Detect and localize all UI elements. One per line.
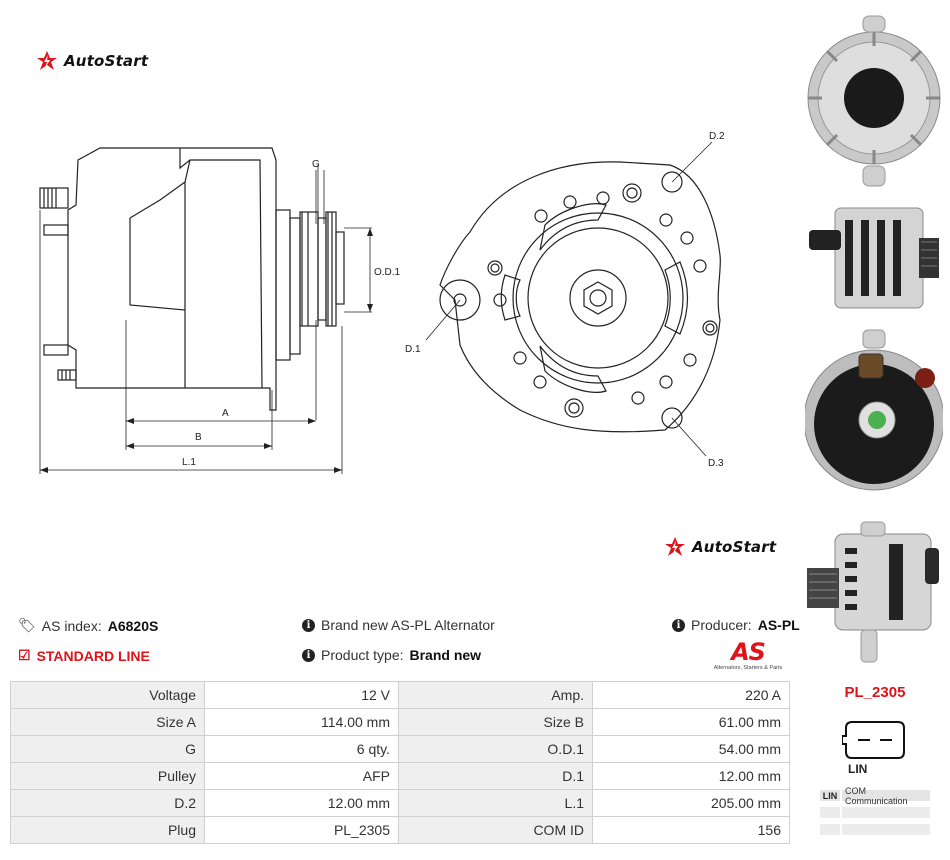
spec-label: L.1 [398, 789, 593, 817]
as-index-label: AS index: [41, 617, 102, 634]
producer-value: AS-PL [757, 617, 800, 633]
product-type-value: Brand new [409, 647, 482, 663]
spec-label: Amp. [398, 681, 593, 709]
product-photo-top [807, 521, 939, 663]
label-d3: D.3 [708, 458, 724, 469]
spec-label: Pulley [10, 762, 205, 790]
product-photo-front [805, 329, 943, 491]
check-square-icon: ☑ [18, 647, 31, 663]
table-row: Plug PL_2305 COM ID 156 [10, 816, 790, 844]
producer: i Producer: AS-PL [672, 617, 800, 633]
spec-value: 54.00 mm [592, 735, 790, 763]
front-view-outline [439, 161, 721, 433]
spec-value: 220 A [592, 681, 790, 709]
description: i Brand new AS-PL Alternator [302, 617, 495, 633]
table-row: Size A 114.00 mm Size B 61.00 mm [10, 708, 790, 736]
product-type: i Product type: Brand new [302, 647, 481, 663]
label-a: A [222, 408, 229, 419]
tags-icon: 🏷︎ [18, 617, 36, 633]
spec-value: 114.00 mm [204, 708, 399, 736]
brand-name: AutoStart [64, 52, 149, 70]
table-row: G 6 qty. O.D.1 54.00 mm [10, 735, 790, 763]
pin-key-empty [820, 807, 840, 818]
spec-label: O.D.1 [398, 735, 593, 763]
spec-label: Size A [10, 708, 205, 736]
pin-value-empty [842, 824, 930, 835]
plug-type: LIN [848, 762, 868, 776]
spec-label: Size B [398, 708, 593, 736]
pin-value: COM Communication [842, 786, 930, 806]
spec-value: 205.00 mm [592, 789, 790, 817]
spec-value: PL_2305 [204, 816, 399, 844]
table-row: LIN COM Communication [820, 786, 930, 806]
product-photo-rear [807, 15, 941, 187]
brand-logo: AutoStart [36, 50, 148, 72]
brand-name-secondary: AutoStart [692, 538, 777, 556]
spec-value: 12 V [204, 681, 399, 709]
label-b: B [195, 432, 202, 443]
info-icon: i [302, 648, 315, 662]
info-icon: i [672, 618, 685, 632]
spec-label: COM ID [398, 816, 593, 844]
spec-label: D.1 [398, 762, 593, 790]
spec-value: AFP [204, 762, 399, 790]
spec-label: Plug [10, 816, 205, 844]
as-index-value: A6820S [107, 617, 159, 634]
as-logo-text: AS [731, 638, 766, 666]
spec-label: G [10, 735, 205, 763]
table-row: Pulley AFP D.1 12.00 mm [10, 762, 790, 790]
pin-key: LIN [820, 790, 840, 801]
autostart-logo-icon [37, 51, 57, 70]
info-icon: i [302, 618, 315, 632]
brand-logo-secondary: AutoStart [664, 536, 776, 558]
label-d1: D.1 [405, 344, 421, 355]
producer-label: Producer: [691, 617, 752, 633]
spec-value: 61.00 mm [592, 708, 790, 736]
spec-value: 12.00 mm [204, 789, 399, 817]
product-type-label: Product type: [321, 647, 404, 663]
label-od1: O.D.1 [374, 267, 401, 278]
table-row: Voltage 12 V Amp. 220 A [10, 681, 790, 709]
spec-value: 6 qty. [204, 735, 399, 763]
autostart-logo-icon [665, 537, 685, 556]
table-row-empty [820, 807, 930, 818]
as-pl-logo: AS Alternators, Starters & Parts [704, 640, 792, 671]
spec-table: Voltage 12 V Amp. 220 A Size A 114.00 mm… [10, 681, 790, 844]
plug-connector-icon [842, 721, 905, 759]
pin-value-empty [842, 807, 930, 818]
spec-label: D.2 [10, 789, 205, 817]
spec-label: Voltage [10, 681, 205, 709]
spec-value: 156 [592, 816, 790, 844]
standard-line-badge: ☑ STANDARD LINE [18, 647, 150, 664]
as-logo-tagline: Alternators, Starters & Parts [713, 665, 783, 671]
description-text: Brand new AS-PL Alternator [321, 617, 495, 633]
label-d2: D.2 [709, 131, 725, 142]
plug-pin-table: LIN COM Communication [820, 786, 930, 841]
as-index: 🏷︎ AS index: A6820S [18, 617, 158, 634]
pin-key-empty [820, 824, 840, 835]
spec-value: 12.00 mm [592, 762, 790, 790]
plug-code: PL_2305 [844, 684, 906, 701]
table-row: D.2 12.00 mm L.1 205.00 mm [10, 789, 790, 817]
label-g: G [312, 159, 320, 170]
label-l1: L.1 [182, 457, 196, 468]
side-view-body [67, 147, 277, 411]
alternator-technical-drawing: G O.D.1 A B L.1 D.2 D.1 D.3 [39, 131, 725, 474]
line-label: STANDARD LINE [36, 647, 150, 664]
product-photo-side [809, 207, 939, 309]
table-row-empty [820, 824, 930, 835]
